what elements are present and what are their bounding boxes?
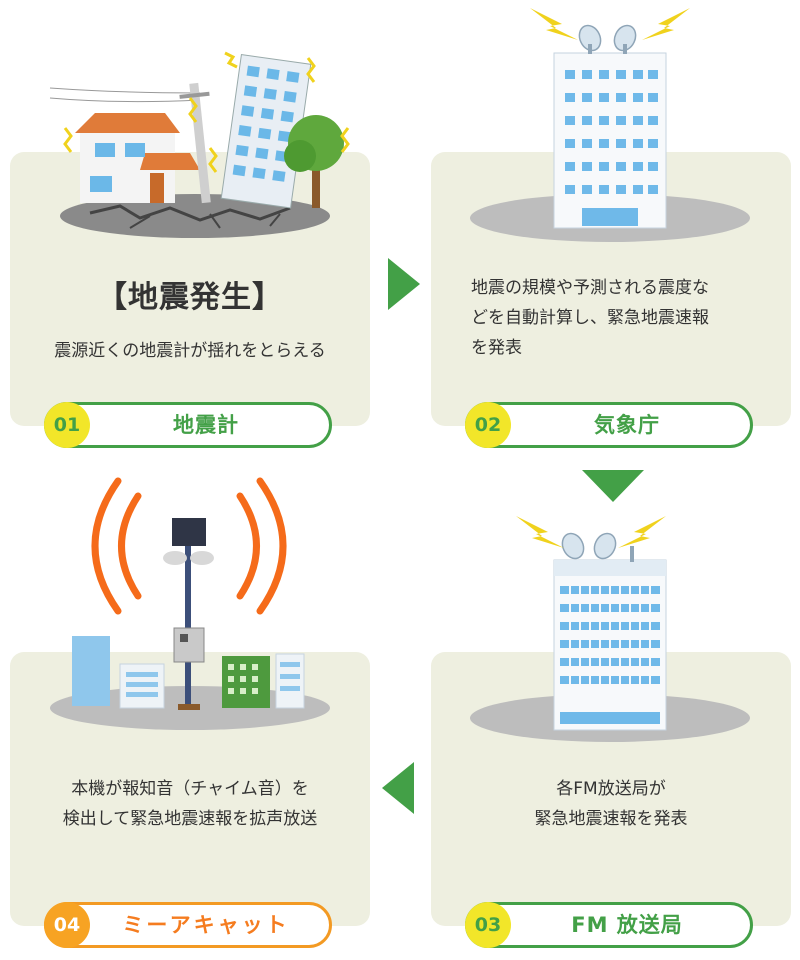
arrow-down bbox=[582, 470, 644, 502]
arrow-left bbox=[382, 762, 414, 814]
step4-desc-line2: 検出して緊急地震速報を拡声放送 bbox=[62, 809, 318, 829]
fm-station-illustration bbox=[470, 516, 750, 742]
step3-description: 各FM放送局が 緊急地震速報を発表 bbox=[431, 774, 791, 834]
step2-desc-line1: 地震の規模や予測される震度な bbox=[471, 278, 709, 298]
step4-desc-line1: 本機が報知音（チャイム音）を bbox=[71, 779, 309, 799]
step1-description: 震源近くの地震計が揺れをとらえる bbox=[10, 336, 370, 366]
step2-pill: 02 気象庁 bbox=[465, 402, 753, 448]
step3-number-badge: 03 bbox=[465, 902, 511, 948]
step4-description: 本機が報知音（チャイム音）を 検出して緊急地震速報を拡声放送 bbox=[10, 774, 370, 834]
step3-desc-line1: 各FM放送局が bbox=[556, 779, 666, 799]
step2-label: 気象庁 bbox=[594, 413, 660, 437]
agency-building-illustration bbox=[470, 8, 750, 242]
meerkat-device-illustration bbox=[50, 477, 330, 730]
step2-desc-line3: を発表 bbox=[471, 338, 522, 358]
step2-number-badge: 02 bbox=[465, 402, 511, 448]
step1-title: 【地震発生】 bbox=[97, 280, 283, 315]
step1-pill: 01 地震計 bbox=[44, 402, 332, 448]
arrow-right bbox=[388, 258, 420, 310]
step1-label: 地震計 bbox=[173, 413, 239, 437]
step4-label: ミーアキャット bbox=[122, 913, 290, 937]
earthquake-illustration bbox=[49, 51, 350, 238]
step2-desc-line2: どを自動計算し、緊急地震速報 bbox=[471, 308, 709, 328]
step-card-2: 地震の規模や予測される震度な どを自動計算し、緊急地震速報 を発表 bbox=[431, 152, 791, 426]
step3-desc-line2: 緊急地震速報を発表 bbox=[534, 809, 688, 829]
step3-label: FM 放送局 bbox=[571, 913, 683, 937]
step4-number-badge: 04 bbox=[44, 902, 90, 948]
step3-pill: 03 FM 放送局 bbox=[465, 902, 753, 948]
step1-number-badge: 01 bbox=[44, 402, 90, 448]
step2-description: 地震の規模や予測される震度な どを自動計算し、緊急地震速報 を発表 bbox=[471, 273, 709, 363]
step4-pill: 04 ミーアキャット bbox=[44, 902, 332, 948]
step1-desc-line1: 震源近くの地震計が揺れをとらえる bbox=[54, 341, 326, 361]
